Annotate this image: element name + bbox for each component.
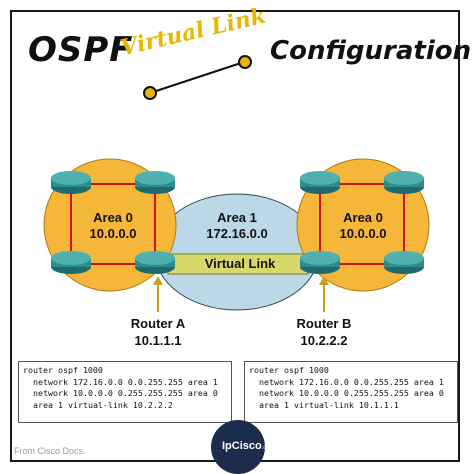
config-line: router ospf 1000 (249, 365, 329, 375)
virtual-link-label: Virtual Link (205, 256, 276, 271)
config-line: network 10.0.0.0 0.255.255.255 area 0 (33, 388, 218, 398)
router-a-ip: 10.1.1.1 (135, 333, 182, 348)
ipcisco-logo (211, 420, 265, 474)
router-b-ip: 10.2.2.2 (301, 333, 348, 348)
router-a-name: Router A (131, 316, 186, 331)
area1-network: 172.16.0.0 (206, 226, 267, 241)
router-b-name: Router B (297, 316, 352, 331)
router-b-arrow-icon (319, 276, 329, 312)
area0-left-name: Area 0 (93, 210, 133, 225)
router-a-arrow-icon (153, 276, 163, 312)
router-b-icon (300, 251, 340, 274)
router-right-top-left-icon (300, 171, 340, 194)
title-ospf: OSPF (28, 30, 134, 70)
area0-left-links (70, 183, 156, 265)
area0-right-network: 10.0.0.0 (340, 226, 387, 241)
config-line: network 172.16.0.0 0.0.255.255 area 1 (33, 376, 218, 387)
config-line: router ospf 1000 (23, 365, 103, 375)
title-configuration: Configuration (270, 36, 472, 66)
source-credit: From Cisco Docs. (14, 446, 86, 456)
area0-left-network: 10.0.0.0 (90, 226, 137, 241)
router-left-top-right-icon (135, 171, 175, 194)
router-right-top-right-icon (384, 171, 424, 194)
config-line: area 1 virtual-link 10.1.1.1 (259, 399, 399, 410)
router-left-top-left-icon (51, 171, 91, 194)
area0-right-name: Area 0 (343, 210, 383, 225)
area1-name: Area 1 (217, 210, 257, 225)
router-left-bottom-left-icon (51, 251, 91, 274)
ipcisco-logo-text: IpCisco.com (222, 440, 275, 452)
title-connector (143, 55, 252, 100)
logo-name: IpCisco (222, 440, 262, 452)
router-right-bottom-right-icon (384, 251, 424, 274)
router-a-icon (135, 251, 175, 274)
config-line: area 1 virtual-link 10.2.2.2 (33, 399, 173, 410)
config-line: network 172.16.0.0 0.0.255.255 area 1 (259, 376, 444, 387)
area0-right-links (319, 183, 405, 265)
config-line: network 10.0.0.0 0.255.255.255 area 0 (259, 388, 444, 398)
logo-suffix: .com (261, 445, 275, 451)
